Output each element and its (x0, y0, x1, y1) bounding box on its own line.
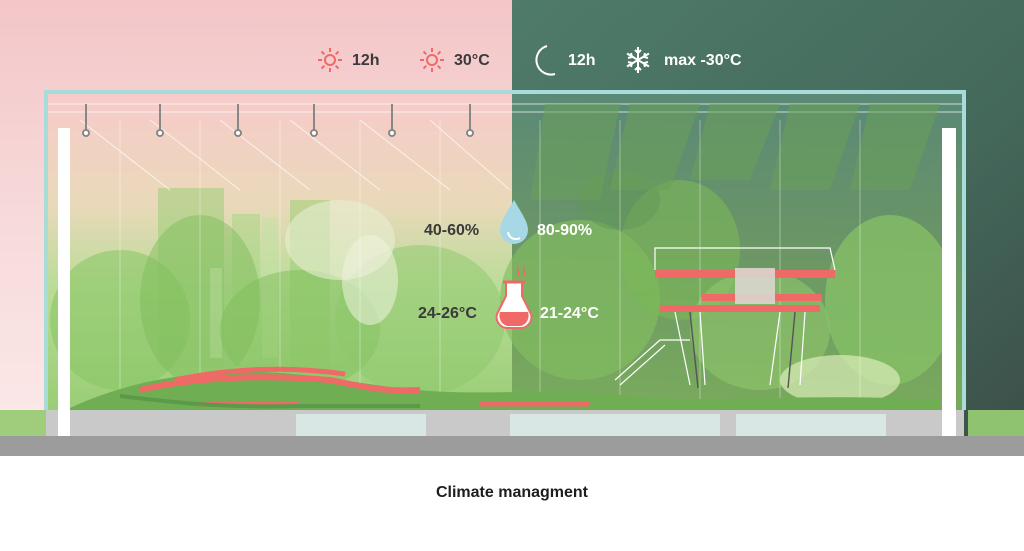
grass-right (968, 410, 1024, 436)
day-humidity-label: 40-60% (424, 222, 480, 239)
foundation-openings (296, 414, 886, 436)
figure-caption: Climate managment (435, 484, 589, 501)
night-temperature-label: max -30°C (664, 52, 742, 69)
night-roof-trusses (530, 104, 940, 200)
water-drop-icon (500, 200, 528, 244)
left-column (58, 128, 70, 436)
snowflake-icon (626, 47, 650, 73)
greenhouse-frame (44, 90, 966, 410)
right-column (942, 128, 956, 436)
sun-icon (318, 48, 342, 72)
foliage (50, 170, 955, 405)
crescent-moon-icon (535, 45, 556, 76)
grass-left (0, 410, 46, 436)
day-temperature-label: 30°C (454, 52, 490, 69)
terrain (70, 366, 940, 412)
night-humidity-label: 80-90% (537, 222, 593, 239)
night-inside-temperature-label: 21-24°C (540, 305, 599, 322)
flask-thermometer-icon (495, 265, 533, 329)
night-duration-label: 12h (568, 52, 596, 69)
sun-icon (420, 48, 444, 72)
elevated-platform (614, 247, 836, 389)
day-inside-temperature-label: 24-26°C (418, 305, 477, 322)
glass-grid (119, 120, 861, 410)
heating-lamps (82, 104, 474, 137)
ground-slab (0, 436, 1024, 456)
day-duration-label: 12h (352, 52, 380, 69)
